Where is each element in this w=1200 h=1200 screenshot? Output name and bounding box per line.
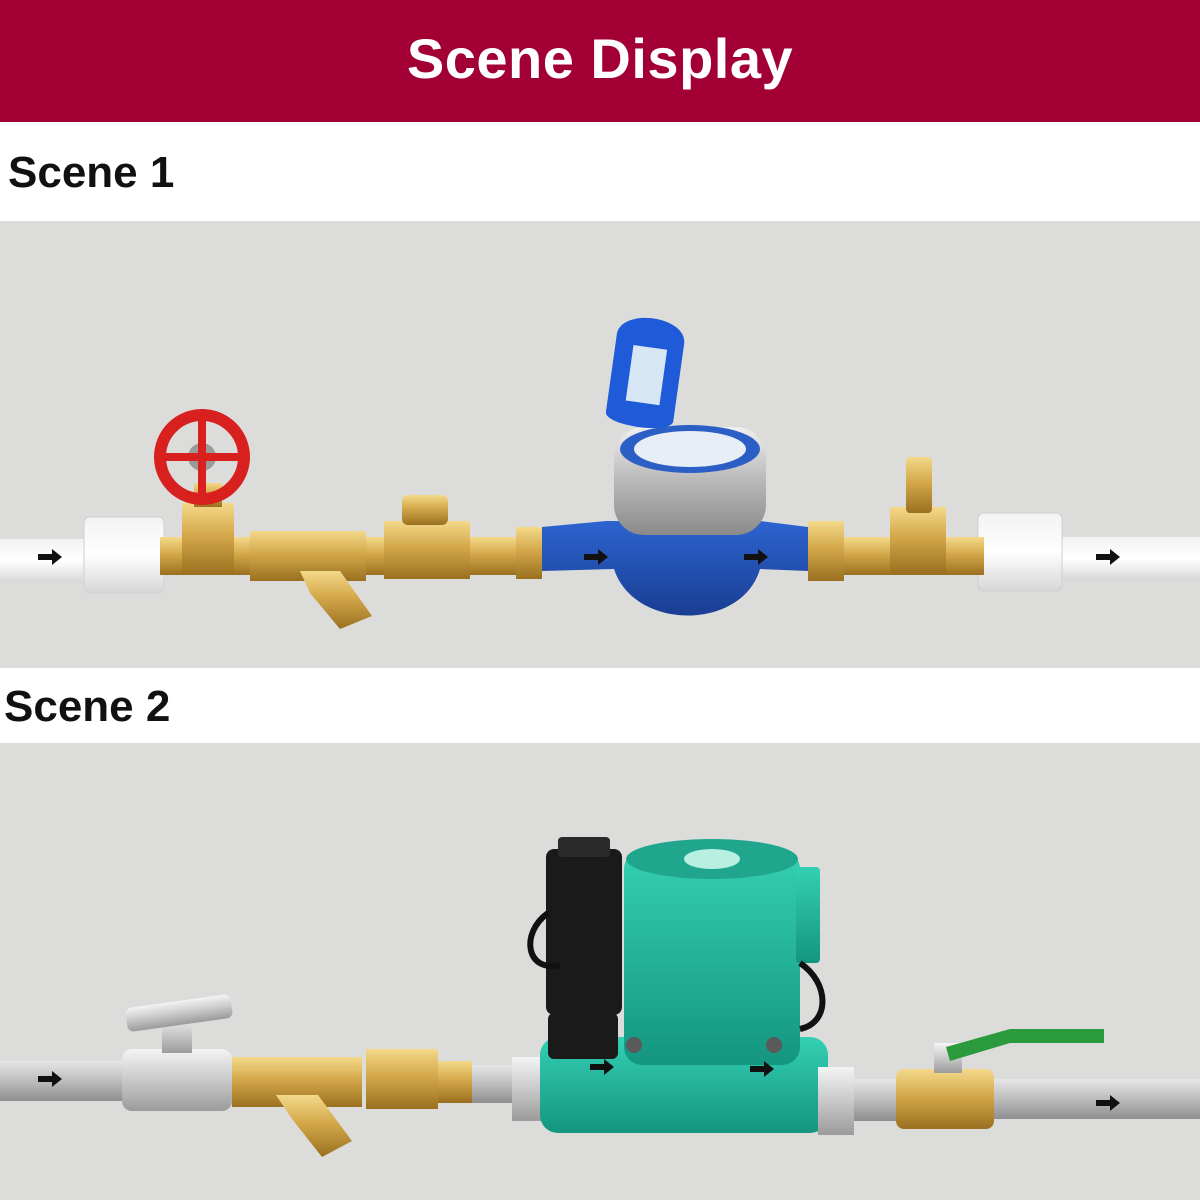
page-title: Scene Display	[406, 26, 794, 90]
scene-1-label: Scene 1	[8, 148, 175, 197]
flow-arrow-icon	[38, 1059, 1120, 1111]
water-meter-installation-illustration	[0, 221, 1200, 668]
header-banner: Scene Display	[0, 0, 1200, 122]
flow-arrow-icon	[38, 549, 1120, 565]
scene-1-photo	[0, 221, 1200, 668]
scene-2-photo	[0, 743, 1200, 1200]
scene-2-label: Scene 2	[4, 682, 171, 731]
circulation-pump-installation-illustration	[0, 743, 1200, 1200]
